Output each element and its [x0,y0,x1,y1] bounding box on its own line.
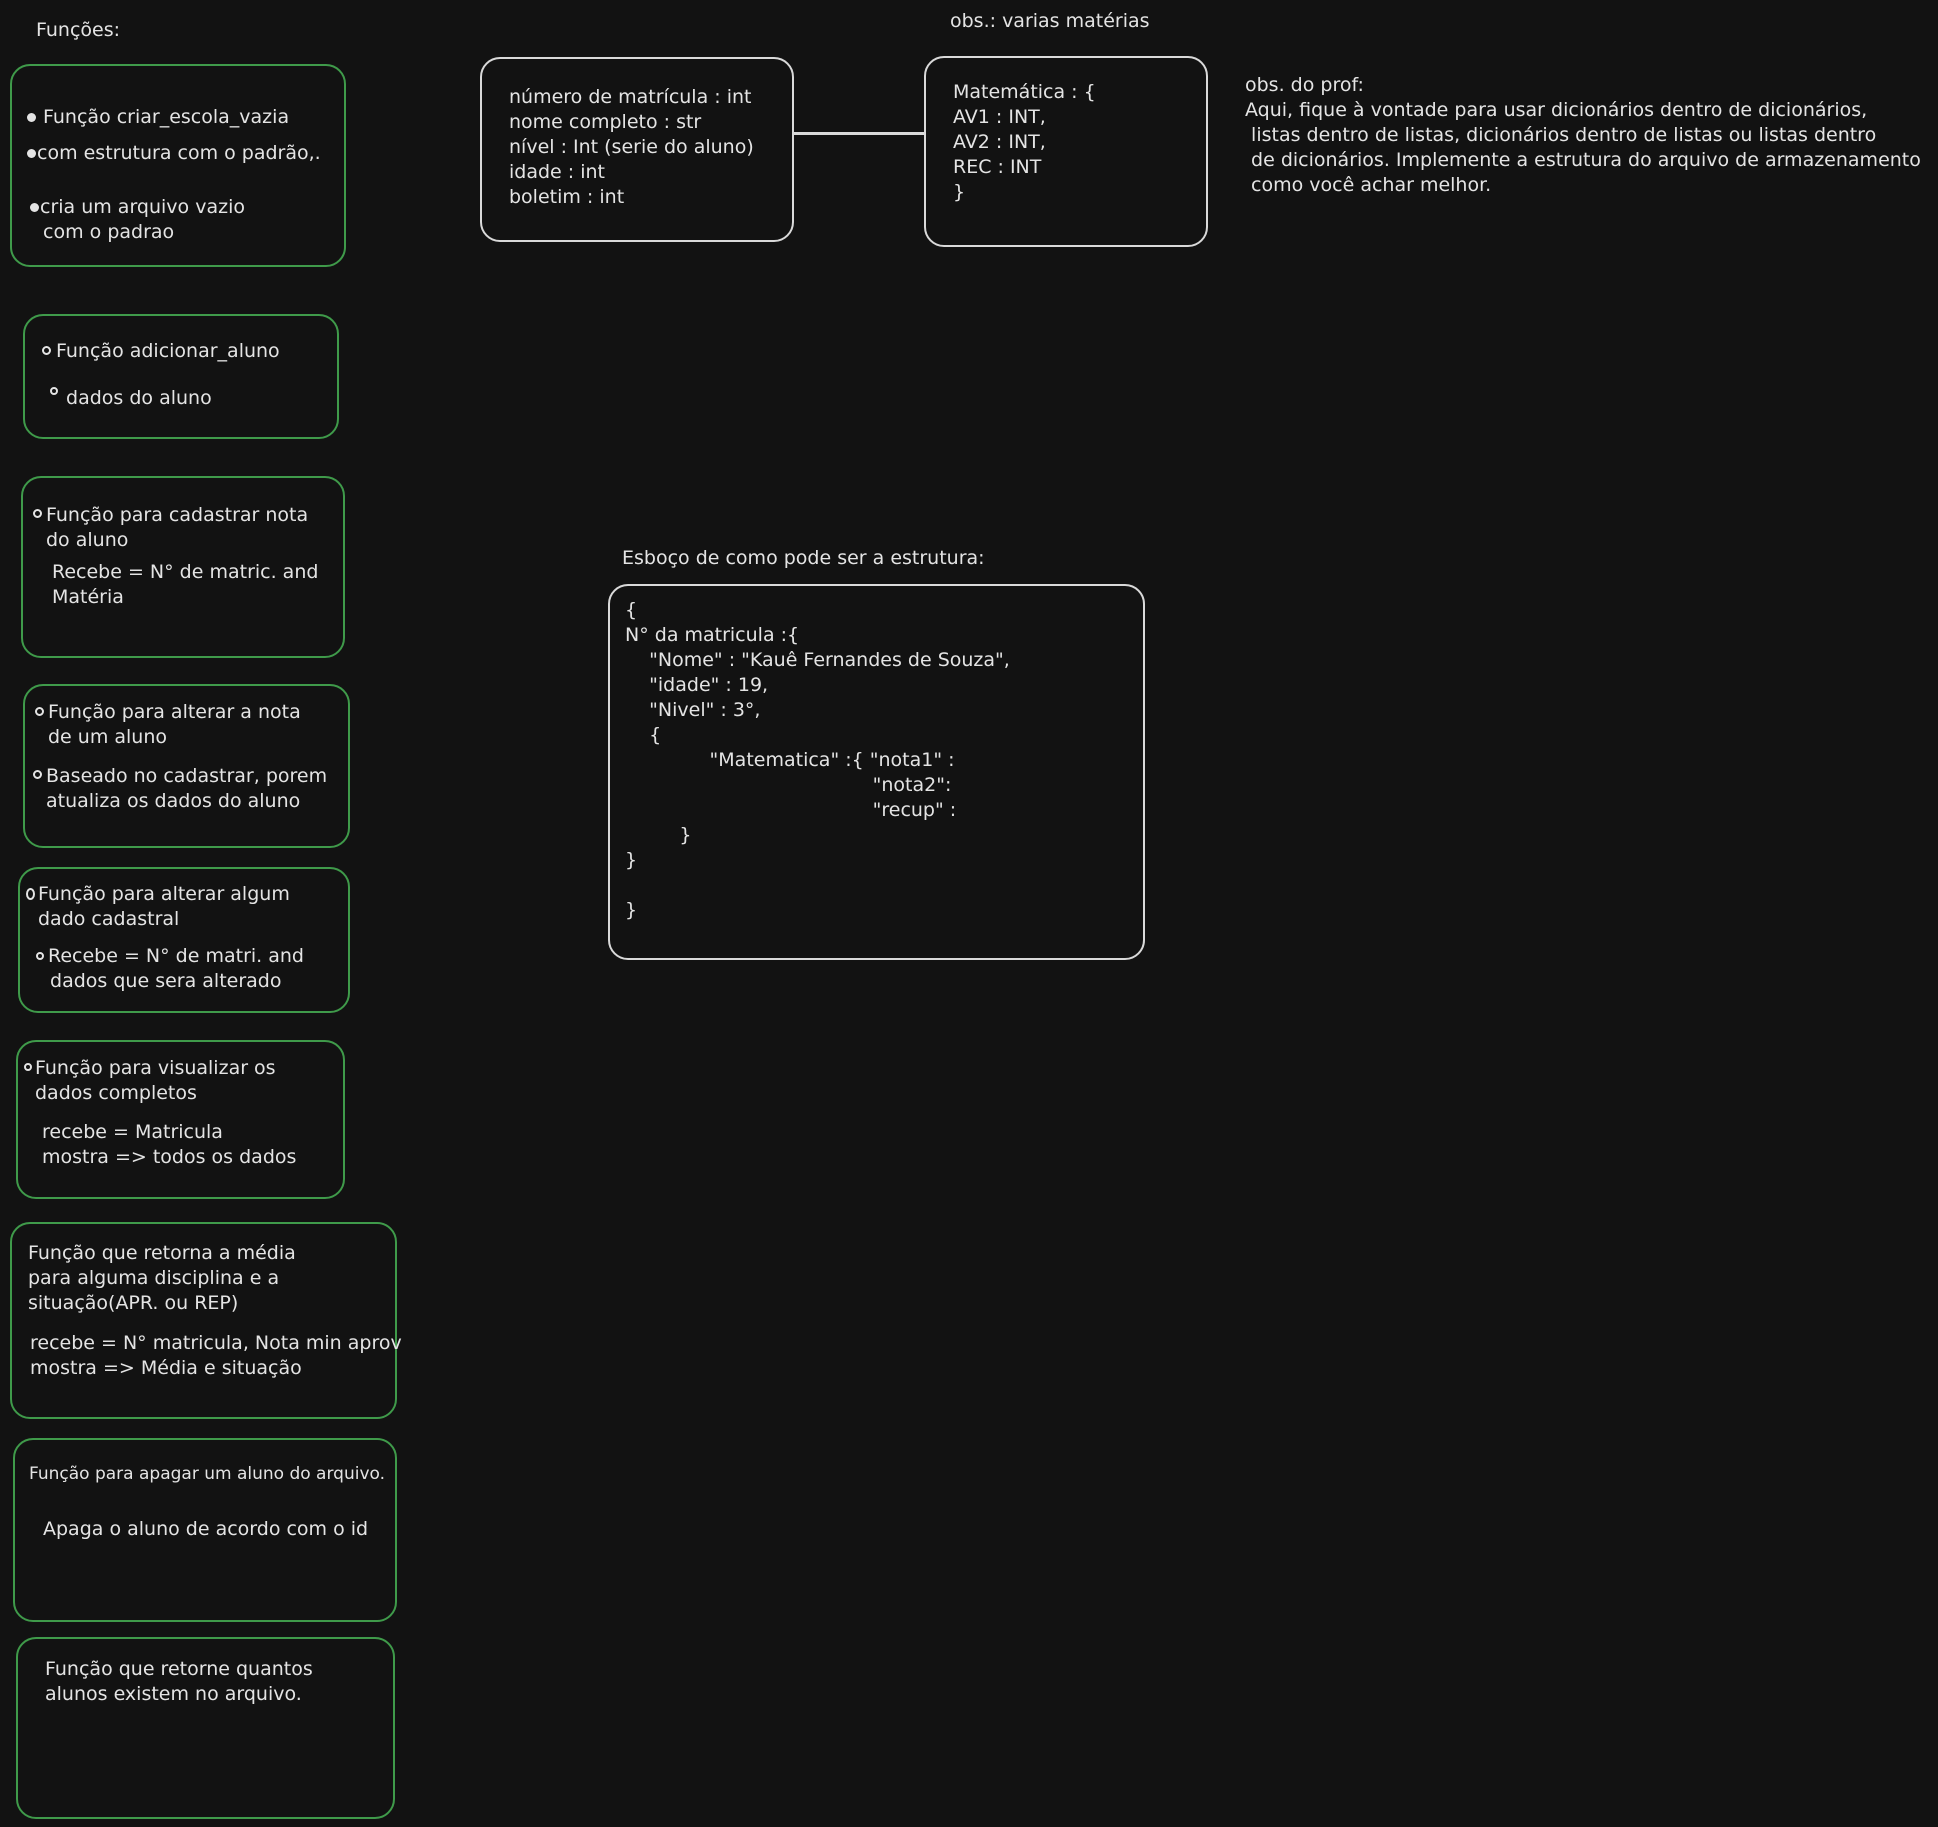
bullet-icon [50,387,58,395]
function-card-alterar-dado-cadastral [18,867,350,1013]
function-detail: recebe = Matricula [42,1121,223,1143]
subject-field: AV1 : INT, [953,106,1046,128]
function-title: Função para alterar a nota [48,701,301,723]
prof-note-line: obs. do prof: [1245,74,1364,96]
function-title: dados completos [35,1082,197,1104]
subject-structure-box [924,56,1208,247]
function-card-alterar-nota [23,684,350,848]
function-title: Função criar_escola_vazia [43,106,290,128]
function-detail: Recebe = N° de matri. and [48,945,304,967]
sketch-line: { [625,724,662,746]
function-title: dado cadastral [38,908,180,930]
bullet-icon [42,346,51,355]
function-title: Função para cadastrar nota [46,504,309,526]
bullet-icon [30,203,39,212]
sketch-line: "nota2": [625,774,952,796]
bullet-icon [27,149,36,158]
subject-field: REC : INT [953,156,1042,178]
bullet-icon [33,770,42,779]
function-card-media-situacao [10,1222,397,1419]
function-card-apagar-aluno [13,1438,397,1622]
prof-note-line: de dicionários. Implemente a estrutura d… [1245,149,1921,171]
function-detail: com estrutura com o padrão,. [37,142,321,164]
function-detail: recebe = N° matricula, Nota min aprov [30,1332,402,1354]
function-detail: atualiza os dados do aluno [46,790,301,812]
prof-note-line: como você achar melhor. [1245,174,1492,196]
bullet-icon [33,509,42,518]
function-detail: dados que sera alterado [44,970,282,992]
function-title: Função para alterar algum [38,883,290,905]
function-title: Função para visualizar os [35,1057,276,1079]
connector-line [794,132,924,135]
function-title: Função que retorne quantos [45,1658,313,1680]
function-title: do aluno [46,529,129,551]
sketch-line: N° da matricula :{ [625,624,800,646]
sketch-line: } [625,824,692,846]
subject-field: } [953,181,966,203]
function-detail: com o padrao [37,221,175,243]
function-title: Função adicionar_aluno [56,340,280,362]
student-field: nome completo : str [509,111,702,133]
prof-note-line: listas dentro de listas, dicionários den… [1245,124,1877,146]
bullet-icon [35,707,44,716]
subject-field: AV2 : INT, [953,131,1046,153]
bullet-icon [26,888,35,900]
sketch-line: "recup" : [625,799,957,821]
function-title: para alguma disciplina e a [28,1267,280,1289]
function-detail: mostra => todos os dados [42,1146,297,1168]
sketch-line: } [625,849,638,871]
function-title: de um aluno [48,726,168,748]
sketch-line: "Matematica" :{ "nota1" : [625,749,955,771]
bullet-icon [24,1063,32,1071]
prof-note-line: Aqui, fique à vontade para usar dicionár… [1245,99,1868,121]
function-title: Função para apagar um aluno do arquivo. [29,1464,386,1484]
function-detail: cria um arquivo vazio [40,196,245,218]
function-detail: mostra => Média e situação [30,1357,302,1379]
sketch-line: } [625,899,638,921]
top-note: obs.: varias matérias [950,10,1150,32]
page-title: Funções: [36,19,121,41]
function-detail: dados do aluno [60,387,212,409]
bullet-icon [27,113,36,122]
function-card-contar-alunos [16,1637,395,1819]
sketch-box [608,584,1145,960]
student-field: nível : Int (serie do aluno) [509,136,754,158]
function-card-criar-escola [10,64,346,267]
sketch-line: "Nome" : "Kauê Fernandes de Souza", [625,649,1010,671]
sketch-line: "idade" : 19, [625,674,769,696]
function-detail: Recebe = N° de matric. and [52,561,319,583]
student-field: número de matrícula : int [509,86,752,108]
student-field: boletim : int [509,186,625,208]
function-detail: Apaga o aluno de acordo com o id [43,1518,369,1540]
function-title: alunos existem no arquivo. [45,1683,302,1705]
function-card-adicionar-aluno [23,314,339,439]
function-title: situação(APR. ou REP) [28,1292,239,1314]
sketch-title: Esboço de como pode ser a estrutura: [622,547,985,569]
sketch-line: { [625,599,638,621]
function-card-visualizar-dados [16,1040,345,1199]
function-title: Função que retorna a média [28,1242,296,1264]
function-card-cadastrar-nota [21,476,345,658]
subject-field: Matemática : { [953,81,1096,103]
student-field: idade : int [509,161,605,183]
bullet-icon [36,952,44,960]
student-structure-box [480,57,794,242]
sketch-line: "Nivel" : 3°, [625,699,761,721]
function-detail: Baseado no cadastrar, porem [46,765,328,787]
function-detail: Matéria [52,586,124,608]
